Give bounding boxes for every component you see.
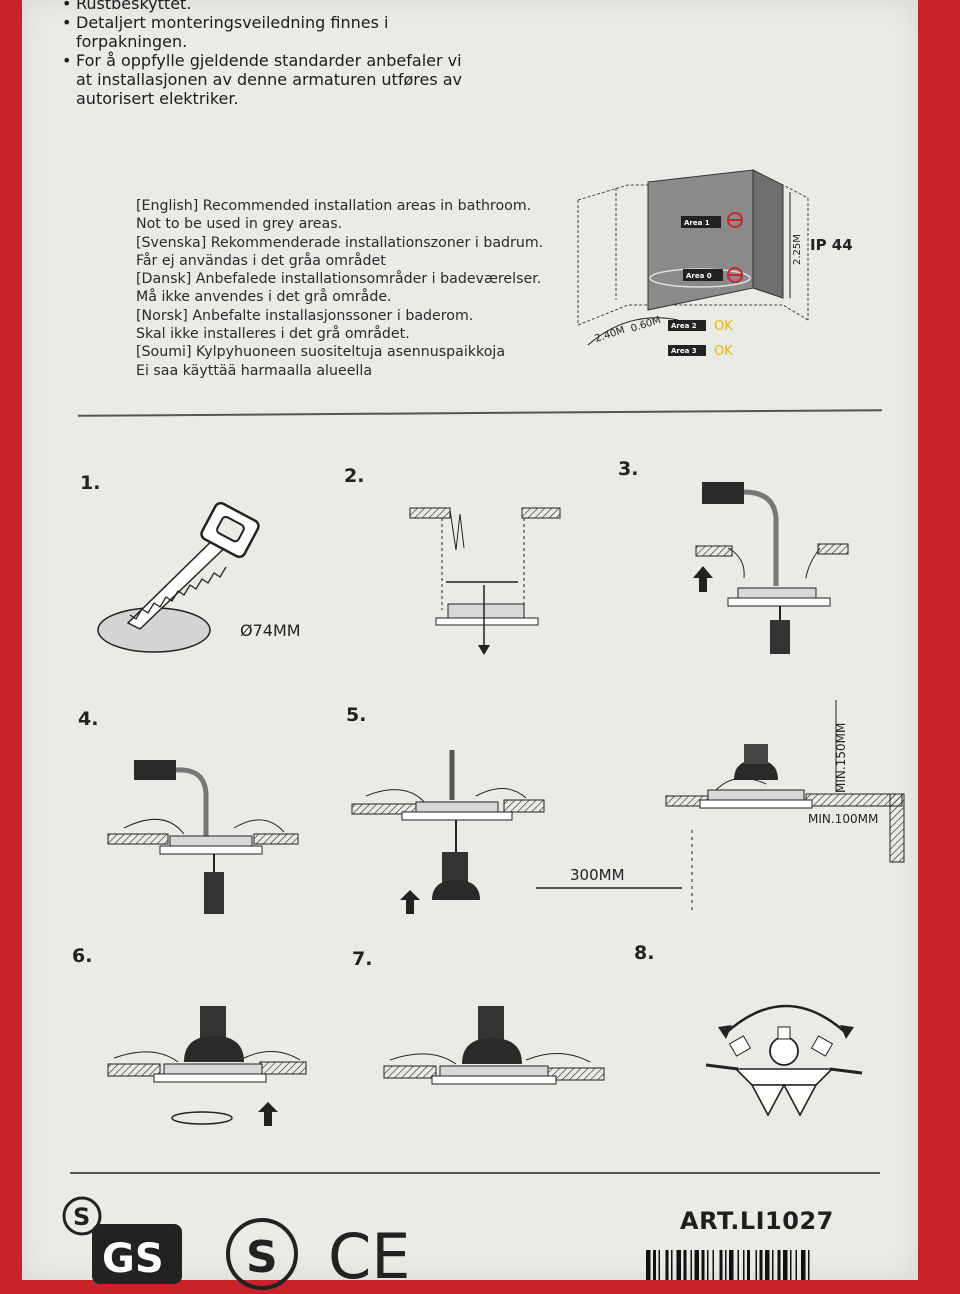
- step-number: 6.: [72, 945, 93, 967]
- ce-mark-icon: CE: [328, 1220, 410, 1293]
- barcode-bar: [665, 1250, 669, 1280]
- barcode-bar: [743, 1250, 745, 1280]
- zones-line: Not to be used in grey areas.: [136, 216, 343, 233]
- barcode-bar: [671, 1250, 673, 1280]
- prohibited-icon: [727, 267, 743, 283]
- barcode-bar: [701, 1250, 705, 1280]
- zones-line: [Norsk] Anbefalte installasjonssoner i b…: [136, 307, 474, 324]
- barcode-bar: [777, 1250, 781, 1280]
- zones-line: Må ikke anvendes i det grå område.: [136, 289, 392, 306]
- barcode-bar: [790, 1250, 792, 1280]
- zones-line: Får ej användas i det gråa området: [136, 252, 386, 269]
- barcode-bar: [690, 1250, 692, 1280]
- step-number: 1.: [80, 472, 101, 494]
- step-number: 8.: [634, 942, 655, 964]
- svg-text:S: S: [246, 1232, 278, 1283]
- step-number: 4.: [78, 708, 99, 730]
- footer-divider: [70, 1172, 880, 1174]
- step-5-illustration: [351, 700, 905, 914]
- min-width-label: MIN.100MM: [808, 812, 879, 826]
- bathroom-zone-diagram: Area 1 Area 0 2.25M 2.40M 0.60M Area 2 O…: [577, 169, 809, 359]
- zones-line: Ei saa käyttää harmaalla alueella: [136, 362, 373, 379]
- barcode-bar: [759, 1250, 763, 1280]
- min-height-label: MIN.150MM: [834, 722, 848, 793]
- step-8-illustration: [705, 1004, 863, 1117]
- zones-line: [English] Recommended installation areas…: [136, 198, 532, 214]
- barcode-bar: [755, 1250, 757, 1280]
- barcode-bar: [795, 1250, 797, 1280]
- step-6-illustration: [107, 1006, 307, 1126]
- bullet-item: For å oppfylle gjeldende standarder anbe…: [62, 51, 482, 108]
- width-dimension-1: 2.40M: [594, 325, 627, 345]
- barcode-bar: [725, 1250, 727, 1280]
- barcode-bar: [646, 1250, 651, 1280]
- barcode-bar: [719, 1250, 723, 1280]
- barcode-bar: [712, 1250, 714, 1280]
- step-number: 5.: [346, 704, 367, 726]
- barcode-bar: [772, 1250, 774, 1280]
- area-2-label: Area 2: [671, 322, 697, 330]
- distance-label: 300MM: [570, 866, 625, 884]
- step-1-illustration: [97, 501, 260, 653]
- gs-text: GS: [102, 1236, 164, 1282]
- ip-rating: IP 44: [810, 236, 853, 254]
- svg-text:S: S: [73, 1203, 90, 1231]
- barcode-bar: [694, 1250, 699, 1280]
- installation-zones-text: [English] Recommended installation areas…: [136, 197, 556, 380]
- bullet-item: Detaljert monteringsveiledning finnes i …: [62, 13, 482, 51]
- barcode-bar: [747, 1250, 750, 1280]
- ce-text: CE: [328, 1220, 410, 1293]
- barcode-bar: [676, 1250, 681, 1280]
- s-mark-icon: S: [226, 1218, 298, 1290]
- zones-line: Skal ikke installeres i det grå området.: [136, 326, 410, 343]
- gs-mark-icon: S GS: [62, 1196, 182, 1284]
- step-number: 7.: [352, 948, 373, 970]
- zones-line: [Soumi] Kylpyhuoneen suositeltuja asennu…: [136, 344, 506, 361]
- barcode-bar: [653, 1250, 656, 1280]
- zones-line: [Svenska] Rekommenderade installationszo…: [136, 234, 544, 251]
- hole-diameter-label: Ø74MM: [240, 621, 301, 640]
- area-1-label: Area 1: [684, 219, 710, 227]
- barcode-bar: [658, 1250, 660, 1280]
- ok-label: OK: [714, 344, 733, 359]
- area-0-label: Area 0: [686, 272, 712, 280]
- bullet-item: Rustbeskyttet.: [62, 0, 482, 13]
- ok-label: OK: [714, 319, 733, 334]
- prohibited-icon: [727, 212, 743, 228]
- height-dimension: 2.25M: [792, 234, 803, 265]
- step-4-illustration: [107, 760, 299, 914]
- step-2-illustration: [409, 507, 561, 655]
- barcode: [646, 1250, 810, 1280]
- article-number: ART.LI1027: [680, 1207, 834, 1235]
- barcode-bar: [729, 1250, 734, 1280]
- step-number: 2.: [344, 465, 365, 487]
- barcode-bar: [683, 1250, 687, 1280]
- barcode-bar: [808, 1250, 810, 1280]
- step-3-illustration: [693, 482, 849, 654]
- step-7-illustration: [383, 1006, 605, 1085]
- barcode-bar: [801, 1250, 806, 1280]
- barcode-bar: [737, 1250, 739, 1280]
- step-number: 3.: [618, 458, 639, 480]
- bullet-list: Rustbeskyttet. Detaljert monteringsveile…: [62, 0, 482, 108]
- zones-line: [Dansk] Anbefalede installationsområder …: [136, 271, 542, 288]
- barcode-bar: [765, 1250, 770, 1280]
- area-3-label: Area 3: [671, 347, 697, 355]
- barcode-bar: [783, 1250, 788, 1280]
- barcode-bar: [707, 1250, 709, 1280]
